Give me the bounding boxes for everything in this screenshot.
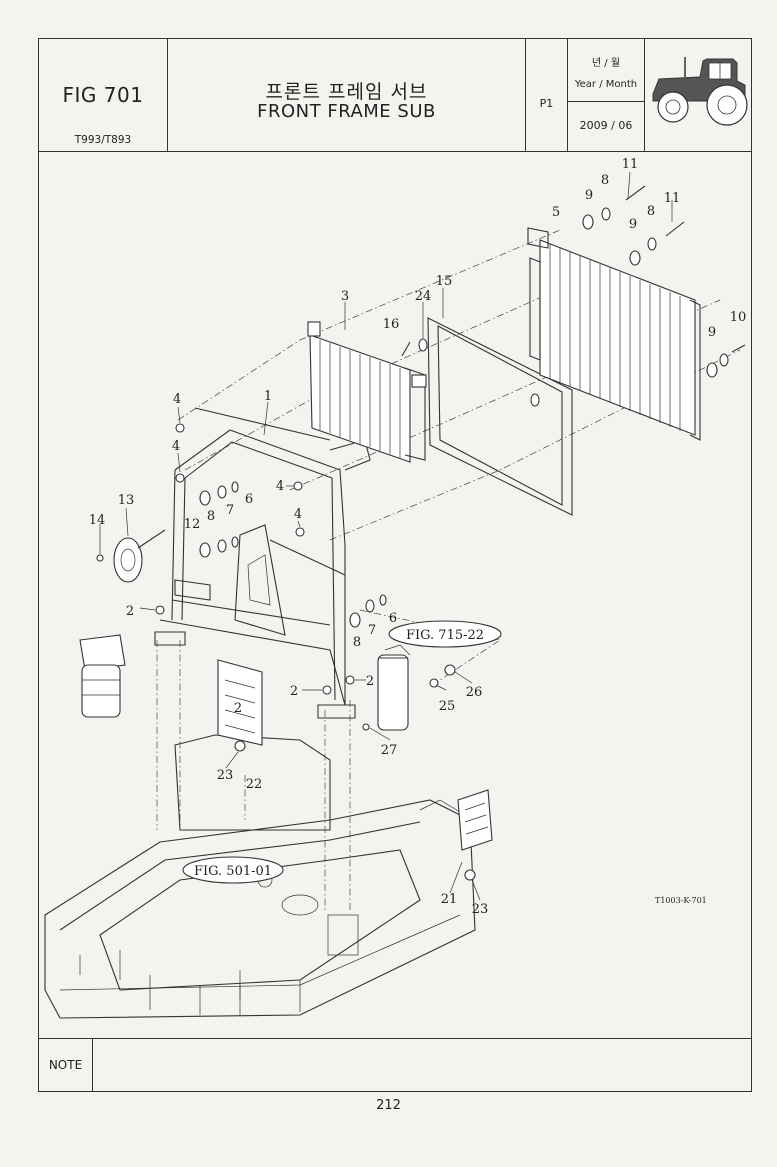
note-label: NOTE — [39, 1039, 93, 1091]
part-label: 24 — [415, 289, 432, 304]
drawing-code: T1003-K-701 — [655, 896, 707, 905]
part-label: 3 — [341, 289, 349, 304]
title-english: FRONT FRAME SUB — [257, 101, 436, 122]
part-label: 15 — [436, 274, 453, 289]
part-callouts: 1 2 2 2 2 3 4 4 4 4 5 6 6 7 7 8 8 8 8 9 … — [89, 157, 747, 917]
fig-ref-oval-715 — [388, 620, 502, 648]
note-row: NOTE — [39, 1038, 751, 1091]
leader-lines — [99, 171, 673, 901]
model-numbers: T993/T893 — [74, 134, 132, 146]
date-divider — [568, 101, 644, 102]
part-label: 23 — [472, 902, 489, 917]
part-label: 23 — [217, 768, 234, 783]
title-block: FIG 701 T993/T893 프론트 프레임 서브 FRONT FRAME… — [39, 39, 751, 152]
part-label: 14 — [89, 513, 106, 528]
part-label: 2 — [126, 604, 134, 619]
part-label: 2 — [290, 684, 298, 699]
page-number: 212 — [376, 1098, 401, 1113]
fuel-filter — [79, 634, 126, 718]
part-label: 9 — [629, 217, 637, 232]
part-label: 8 — [647, 204, 655, 219]
part-label: 2 — [366, 674, 374, 689]
fig-ref-callouts: FIG. 715-22 FIG. 501-01 — [182, 620, 502, 884]
part-label: 5 — [552, 205, 560, 220]
part-label: 8 — [207, 509, 215, 524]
fig-ref-715-22: FIG. 715-22 — [406, 628, 484, 643]
radiator — [307, 321, 427, 463]
fig-ref-oval-501 — [182, 856, 284, 884]
fig-ref-501-01: FIG. 501-01 — [194, 864, 272, 879]
part-label: 27 — [381, 743, 398, 758]
title-korean: 프론트 프레임 서브 — [265, 81, 428, 103]
part-label: 11 — [664, 191, 681, 206]
part-label: 9 — [708, 325, 716, 340]
part-label: 8 — [601, 173, 609, 188]
date-value: 2009 / 06 — [579, 119, 633, 132]
fig-cell: FIG 701 T993/T893 — [39, 39, 168, 151]
front-frame — [154, 407, 371, 719]
part-label: 4 — [294, 507, 302, 522]
part-label: 2 — [234, 701, 242, 716]
hardware — [96, 185, 746, 881]
condenser — [527, 227, 701, 441]
part-label: 7 — [226, 503, 234, 518]
seal-frame — [427, 317, 573, 516]
part-label: 6 — [389, 611, 397, 626]
receiver-drier — [377, 644, 411, 731]
part-label: 7 — [368, 623, 376, 638]
part-label: 4 — [173, 392, 181, 407]
part-label: 4 — [172, 439, 180, 454]
date-cell: 년 / 월 Year / Month 2009 / 06 — [568, 39, 645, 151]
part-label: 25 — [439, 699, 456, 714]
title-cell: 프론트 프레임 서브 FRONT FRAME SUB — [168, 39, 526, 151]
part-label: 1 — [264, 389, 272, 404]
part-label: 8 — [353, 635, 361, 650]
part-label: 9 — [585, 188, 593, 203]
part-label: 21 — [441, 892, 458, 907]
date-label-english: Year / Month — [574, 79, 638, 90]
step-plates — [217, 659, 493, 851]
part-label: 13 — [118, 493, 135, 508]
tractor-thumbnail-icon — [652, 57, 748, 126]
part-label: 12 — [184, 517, 201, 532]
page-code: P1 — [539, 97, 554, 110]
fig-number: FIG 701 — [62, 83, 144, 107]
part-label: 11 — [622, 157, 639, 172]
part-label: 4 — [276, 479, 284, 494]
page-frame: FIG 701 T993/T893 프론트 프레임 서브 FRONT FRAME… — [38, 38, 752, 1092]
date-label-korean: 년 / 월 — [591, 58, 621, 69]
tractor-thumbnail-cell — [645, 39, 751, 151]
part-label: 10 — [730, 310, 747, 325]
part-label: 6 — [245, 492, 253, 507]
front-chassis-drawing — [44, 734, 476, 1019]
part-label: 22 — [246, 777, 263, 792]
part-label: 16 — [383, 317, 400, 332]
page-code-cell: P1 — [526, 39, 568, 151]
horn — [113, 529, 166, 583]
part-label: 26 — [466, 685, 483, 700]
